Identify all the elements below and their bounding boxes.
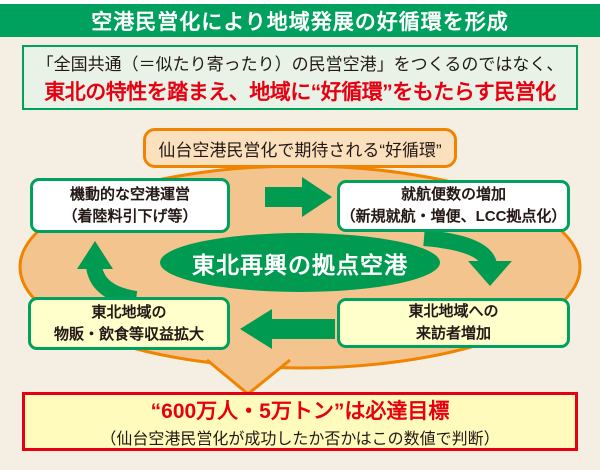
target-line-1: “600万人・5万トン”は必達目標 [150, 399, 450, 423]
node-line: 来訪者増加 [415, 325, 491, 342]
cycle-label-pill: 仙台空港民営化で期待される“好循環” [143, 128, 457, 168]
node-line: 物販・飲食等収益拡大 [53, 325, 204, 343]
title-banner: 空港民営化により地域発展の好循環を形成 [0, 4, 600, 37]
arrow-down-icon [468, 261, 512, 286]
intro-box: 「全国共通（＝似たり寄ったり）の民営空港」をつくるのではなく、 東北の特性を踏ま… [22, 45, 578, 110]
node-agile-airport-operation: 機動的な空港運営 （着陸料引下げ等） [30, 178, 230, 233]
node-line: 機動的な空港運営 [69, 185, 190, 203]
arrow-down-curve [423, 230, 497, 267]
target-line-2: （仙台空港民営化が成功したか否かはこの数値で判断） [100, 430, 500, 448]
cycle-center-hub: 東北再興の拠点空港 [160, 233, 440, 292]
node-more-flights: 就航便数の増加 （新規就航・増便、LCC拠点化） [337, 180, 570, 232]
node-line: 就航便数の増加 [400, 186, 506, 204]
top-margin [0, 0, 600, 4]
node-line: （新規就航・増便、LCC拠点化） [340, 208, 567, 225]
arrow-right-icon [265, 177, 332, 217]
cycle-center-label: 東北再興の拠点空港 [192, 251, 408, 278]
arrow-up-icon [77, 241, 113, 269]
node-line: （着陸料引下げ等） [62, 207, 198, 225]
node-line: 東北地域の [91, 303, 167, 321]
node-more-visitors: 東北地域への 来訪者増加 [337, 298, 570, 348]
pointer-down-icon [206, 358, 291, 396]
intro-line-1: 「全国共通（＝似たり寄ったり）の民営空港」をつくるのではなく、 [36, 54, 564, 74]
target-box: “600万人・5万トン”は必達目標 （仙台空港民営化が成功したか否かはこの数値で… [22, 392, 578, 451]
node-line: 東北地域への [408, 303, 499, 321]
arrow-left-icon [240, 309, 335, 349]
intro-line-2: 東北の特性を踏まえ、地域に“好循環”をもたらす民営化 [44, 80, 556, 104]
node-revenue-expansion: 東北地域の 物販・飲食等収益拡大 [28, 297, 230, 350]
page-title: 空港民営化により地域発展の好循環を形成 [91, 10, 509, 34]
cycle-label: 仙台空港民営化で期待される“好循環” [158, 140, 442, 160]
